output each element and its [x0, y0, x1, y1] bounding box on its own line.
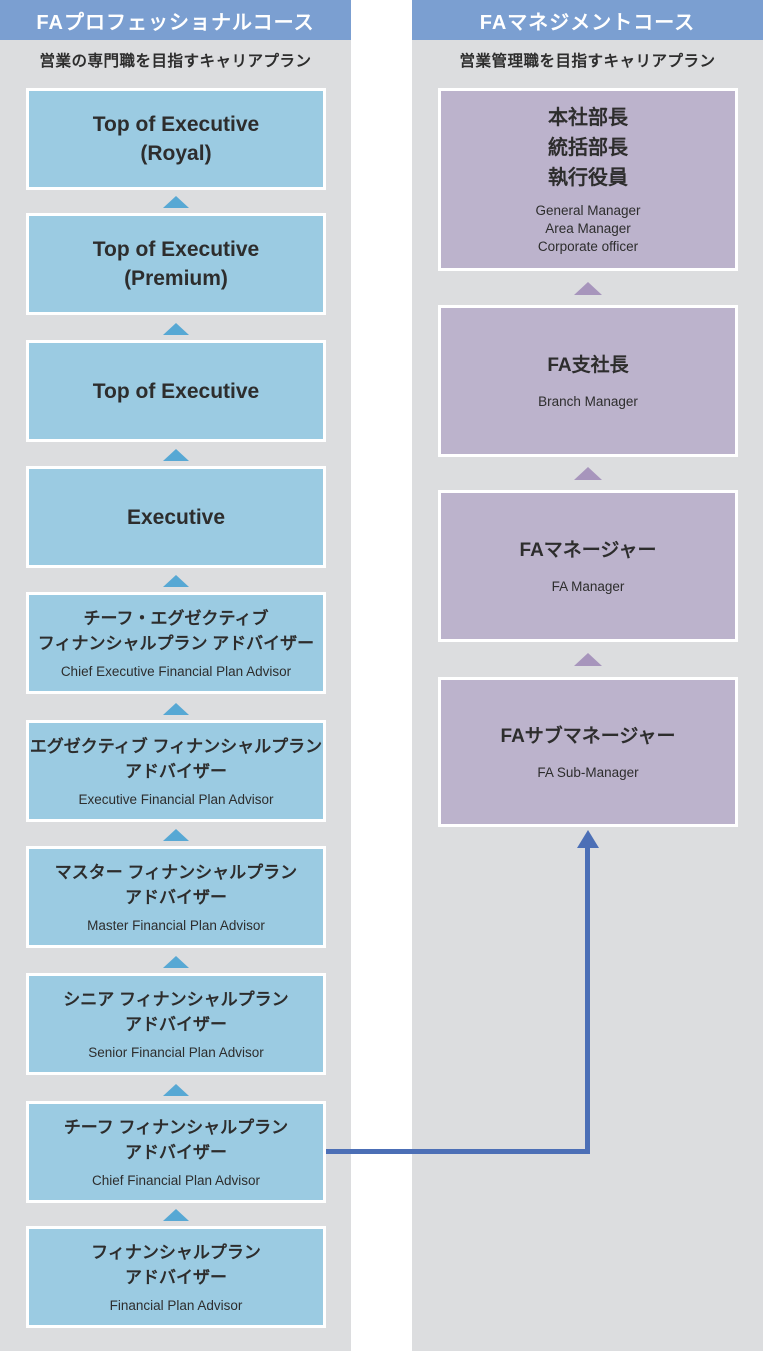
professional-course-column: FAプロフェッショナルコース 営業の専門職を目指すキャリアプラン Top of …: [0, 0, 351, 1351]
course-transfer-arrowhead-icon: [577, 830, 599, 848]
level-title: Executive: [126, 505, 226, 529]
up-arrow-icon: [163, 829, 189, 841]
professional-course-header: FAプロフェッショナルコース: [0, 0, 351, 40]
level-subtitle: Financial Plan Advisor: [109, 1297, 243, 1313]
up-arrow-icon: [163, 703, 189, 715]
level-title: FAサブマネージャー: [500, 726, 676, 747]
management-course-header: FAマネジメントコース: [412, 0, 763, 40]
level-title: FA支社長: [547, 355, 629, 376]
management-course-subtitle: 営業管理職を目指すキャリアプラン: [459, 53, 716, 70]
level-title: Top of Executive (Royal): [92, 113, 260, 165]
up-arrow-icon: [163, 449, 189, 461]
level-subtitle: FA Sub-Manager: [537, 765, 639, 780]
up-arrow-icon: [163, 323, 189, 335]
course-transfer-arrow-vertical-line: [585, 848, 590, 1154]
level-box-top-of-executive-premium: Top of Executive (Premium): [26, 213, 326, 315]
level-subtitle: Executive Financial Plan Advisor: [78, 791, 274, 807]
up-arrow-icon: [163, 1209, 189, 1221]
level-box-chief-financial-plan-advisor: チーフ フィナンシャルプラン アドバイザー Chief Financial Pl…: [26, 1101, 326, 1203]
level-title: Top of Executive (Premium): [92, 238, 260, 290]
level-subtitle: FA Manager: [551, 579, 625, 594]
up-arrow-icon: [163, 575, 189, 587]
up-arrow-icon: [574, 282, 602, 295]
level-title: Top of Executive: [92, 379, 260, 403]
professional-course-subtitle: 営業の専門職を目指すキャリアプラン: [39, 53, 312, 70]
level-title: チーフ・エグゼクティブ フィナンシャルプラン アドバイザー: [37, 608, 315, 653]
level-title: マスター フィナンシャルプラン アドバイザー: [54, 862, 298, 907]
level-box-fa-manager: FAマネージャー FA Manager: [438, 490, 738, 642]
level-title: フィナンシャルプラン アドバイザー: [91, 1242, 261, 1287]
level-title: FAマネージャー: [519, 540, 657, 561]
level-title: 本社部長 統括部長 執行役員: [548, 107, 628, 189]
course-transfer-arrow-horizontal-line: [326, 1149, 590, 1154]
up-arrow-icon: [574, 467, 602, 480]
level-box-top-of-executive-royal: Top of Executive (Royal): [26, 88, 326, 190]
level-box-senior-financial-plan-advisor: シニア フィナンシャルプラン アドバイザー Senior Financial P…: [26, 973, 326, 1075]
level-title: エグゼクティブ フィナンシャルプラン アドバイザー: [29, 736, 323, 781]
management-course-column: FAマネジメントコース 営業管理職を目指すキャリアプラン 本社部長 統括部長 執…: [412, 0, 763, 1351]
up-arrow-icon: [163, 956, 189, 968]
level-title: シニア フィナンシャルプラン アドバイザー: [63, 989, 289, 1034]
up-arrow-icon: [574, 653, 602, 666]
level-subtitle: General Manager Area Manager Corporate o…: [535, 203, 641, 254]
level-box-master-financial-plan-advisor: マスター フィナンシャルプラン アドバイザー Master Financial …: [26, 846, 326, 948]
level-subtitle: Chief Executive Financial Plan Advisor: [60, 663, 292, 679]
level-subtitle: Master Financial Plan Advisor: [87, 917, 265, 933]
level-box-top-of-executive: Top of Executive: [26, 340, 326, 442]
level-box-financial-plan-advisor: フィナンシャルプラン アドバイザー Financial Plan Advisor: [26, 1226, 326, 1328]
level-box-chief-executive-financial-plan-advisor: チーフ・エグゼクティブ フィナンシャルプラン アドバイザー Chief Exec…: [26, 592, 326, 694]
level-title: チーフ フィナンシャルプラン アドバイザー: [63, 1117, 289, 1162]
level-box-general-manager: 本社部長 統括部長 執行役員 General Manager Area Mana…: [438, 88, 738, 271]
level-box-branch-manager: FA支社長 Branch Manager: [438, 305, 738, 457]
up-arrow-icon: [163, 1084, 189, 1096]
level-box-fa-sub-manager: FAサブマネージャー FA Sub-Manager: [438, 677, 738, 827]
level-subtitle: Senior Financial Plan Advisor: [88, 1044, 264, 1060]
level-box-executive-financial-plan-advisor: エグゼクティブ フィナンシャルプラン アドバイザー Executive Fina…: [26, 720, 326, 822]
level-subtitle: Branch Manager: [538, 394, 638, 409]
level-box-executive: Executive: [26, 466, 326, 568]
level-subtitle: Chief Financial Plan Advisor: [91, 1172, 261, 1188]
up-arrow-icon: [163, 196, 189, 208]
